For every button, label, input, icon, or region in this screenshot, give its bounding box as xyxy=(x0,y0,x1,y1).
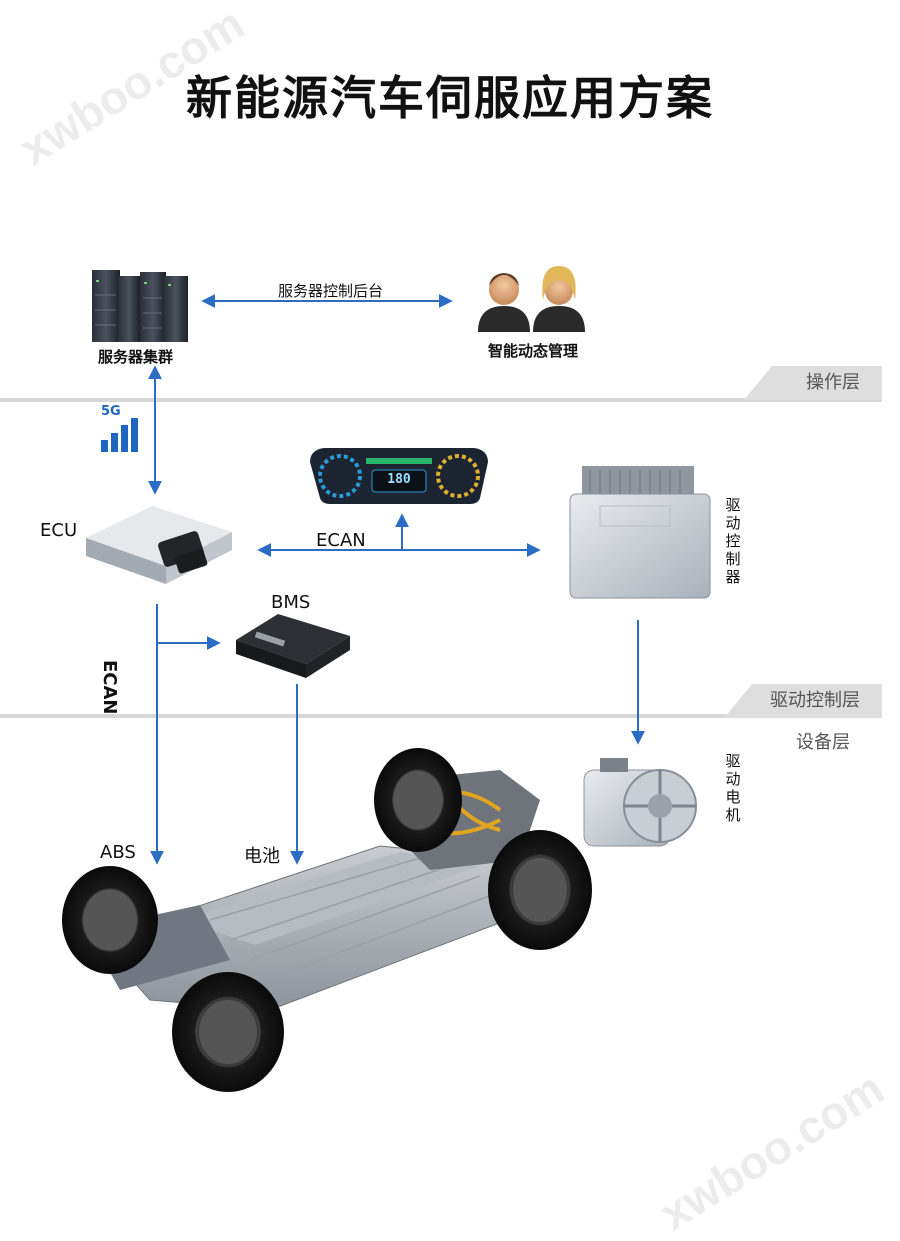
car-chassis-icon xyxy=(62,748,592,1092)
dashboard-speed: 180 xyxy=(387,472,411,487)
ecan-vertical-label: ECAN xyxy=(99,660,120,715)
ecan-horizontal-label: ECAN xyxy=(316,530,366,551)
signal-5g-icon xyxy=(101,418,138,452)
bms-label: BMS xyxy=(271,592,311,613)
five-g-label: 5G xyxy=(101,404,121,419)
drive-control-layer-tab: 驱动控制层 xyxy=(724,684,882,718)
ecu-label: ECU xyxy=(40,520,78,541)
diagram-canvas xyxy=(62,266,711,1092)
server-backend-label: 服务器控制后台 xyxy=(278,282,384,300)
battery-label: 电池 xyxy=(244,846,280,867)
ecu-icon xyxy=(86,506,232,584)
page-title: 新能源汽车伺服应用方案 xyxy=(186,71,714,125)
drive-control-layer-line xyxy=(0,714,882,718)
abs-label: ABS xyxy=(100,842,136,863)
connection-arrows xyxy=(148,294,645,865)
people-icon xyxy=(478,266,585,332)
drive-controller-icon xyxy=(569,466,711,599)
server-cluster-icon xyxy=(92,270,188,342)
server-cluster-label: 服务器集群 xyxy=(98,348,174,366)
operation-layer-line xyxy=(0,398,882,402)
bms-icon xyxy=(236,614,350,678)
smart-management-label: 智能动态管理 xyxy=(488,342,579,360)
device-layer-label: 设备层 xyxy=(796,732,850,753)
dashboard-icon xyxy=(310,448,488,504)
drive-controller-label: 驱动控制器 xyxy=(725,496,741,586)
drive-motor-icon xyxy=(583,758,697,847)
drive-motor-label: 驱动电机 xyxy=(725,752,741,824)
